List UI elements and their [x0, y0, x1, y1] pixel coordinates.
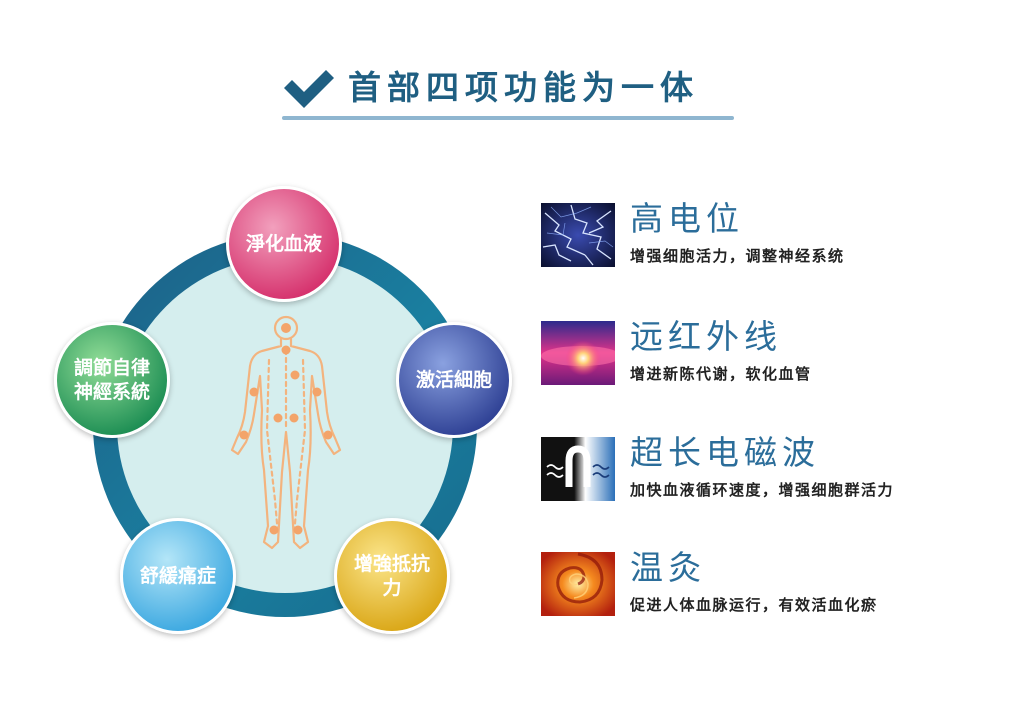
- human-body-acupoints-icon: [230, 315, 342, 550]
- feature-description: 加快血液循环速度，增强细胞群活力: [630, 481, 895, 499]
- title-underline: [282, 116, 734, 120]
- feature-title: 超长电磁波: [630, 433, 820, 472]
- node-autonomic-nerve: 調節自律神經系統: [54, 322, 170, 438]
- feature-item: 远红外线 增进新陈代谢，软化血管: [541, 317, 981, 389]
- lightning-icon: [541, 203, 615, 267]
- feature-description: 促进人体血脉运行，有效活血化瘀: [630, 596, 878, 614]
- node-activate-cells: 激活細胞: [396, 322, 512, 438]
- header: 首部四项功能为一体: [282, 66, 734, 122]
- feature-title: 温灸: [630, 548, 706, 587]
- node-relieve-pain: 舒緩痛症: [120, 518, 236, 634]
- feature-description: 增进新陈代谢，软化血管: [630, 365, 812, 383]
- feature-item: 高电位 增强细胞活力，调整神经系统: [541, 199, 981, 271]
- electromagnetic-wave-icon: [541, 437, 615, 501]
- feature-item: 温灸 促进人体血脉运行，有效活血化瘀: [541, 548, 981, 620]
- feature-item: 超长电磁波 加快血液循环速度，增强细胞群活力: [541, 433, 981, 505]
- acupoint-dots: [239, 323, 333, 535]
- node-purify-blood: 淨化血液: [226, 186, 342, 302]
- check-icon: [284, 70, 334, 108]
- function-diagram: 淨化血液 激活細胞 增強抵抗力 舒緩痛症 調節自律神經系統: [40, 170, 540, 650]
- node-boost-immunity: 增強抵抗力: [334, 518, 450, 634]
- moxibustion-swirl-icon: [541, 552, 615, 616]
- feature-title: 远红外线: [630, 317, 782, 356]
- feature-title: 高电位: [630, 199, 744, 238]
- infrared-light-icon: [541, 321, 615, 385]
- page-title: 首部四项功能为一体: [348, 68, 699, 107]
- feature-description: 增强细胞活力，调整神经系统: [630, 247, 845, 265]
